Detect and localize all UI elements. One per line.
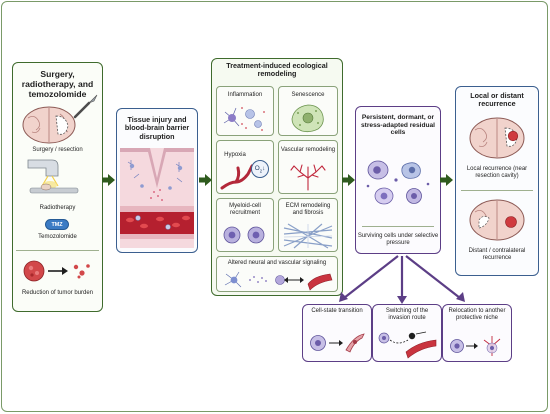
hypoxia-vessel-illustration [220, 164, 254, 190]
brain-surgery-illustration [22, 106, 76, 144]
radiotherapy-machine-icon [27, 159, 79, 194]
arrow-panel1-to-panel2 [102, 174, 115, 186]
myeloid-cells-illustration [223, 226, 265, 244]
route-arrows [339, 255, 465, 304]
arrow-panel4-to-panel5 [440, 174, 453, 186]
distant-recurrence-label: Distant / contralateral recurrence [468, 248, 526, 261]
subpanel-altered-signaling [216, 256, 338, 292]
o2-down-arrow: ↓ [262, 165, 266, 172]
o2-symbol: O [254, 165, 260, 172]
o2-decrease-icon: O2↓ [251, 160, 269, 178]
temozolomide-label: Temozolomide [38, 234, 77, 240]
o2-subscript: 2 [259, 168, 263, 174]
subpanel-myeloid-recruitment [216, 198, 274, 252]
local-recurrence-brain [469, 117, 525, 159]
senescence-illustration [291, 104, 324, 133]
temozolomide-pill: TMZ [45, 219, 69, 230]
myeloid-recruitment-label: Myeloid-cell recruitment [229, 203, 261, 216]
inflammation-label: Inflammation [227, 92, 263, 98]
panel-residual-cells-title: Persistent, dormant, or stress-adapted r… [360, 114, 436, 137]
invasion-route-illustration [378, 331, 437, 359]
panel-treatment-title: Surgery, radiotherapy, and temozolomide [21, 69, 94, 99]
tumor-reduction-illustration [23, 260, 90, 282]
panel-recurrence-title: Local or distant recurrence [470, 91, 524, 109]
neural-vascular-signaling-illustration [224, 271, 333, 291]
panel-recurrence-divider [461, 190, 533, 191]
arrow-panel3-to-panel4 [342, 174, 355, 186]
invasion-switch-label: Switching of the invasion route [385, 308, 429, 321]
local-recurrence-label: Local recurrence (near resection cavity) [466, 166, 528, 179]
surgery-label: Surgery / resection [32, 147, 83, 153]
vascular-remodeling-label: Vascular remodeling [280, 147, 336, 153]
scalpel-icon [73, 94, 98, 119]
route-cell-state-transition [302, 304, 372, 362]
altered-signaling-label: Altered neural and vascular signaling [227, 260, 327, 266]
panel-ecological-remodeling-title: Treatment-induced ecological remodeling [226, 61, 328, 79]
panel-treatment-divider [16, 250, 99, 251]
residual-cells-illustration [366, 160, 430, 205]
senescence-label: Senescence [291, 92, 325, 98]
ecm-remodeling-label: ECM remodeling and fibrosis [285, 203, 331, 216]
route-invasion-switch [372, 304, 442, 362]
protective-niche-illustration [450, 336, 501, 356]
reduction-label: Reduction of tumor burden [21, 290, 94, 296]
protective-niche-label: Relocation to another protective niche [448, 308, 506, 321]
vascular-remodeling-illustration [290, 164, 326, 191]
arrow-panel2-to-panel3 [199, 174, 212, 186]
route-protective-niche [442, 304, 512, 362]
subpanel-inflammation [216, 86, 274, 136]
inflammation-illustration [223, 107, 265, 131]
panel-tissue-injury-title: Tissue injury and blood-brain barrier di… [124, 115, 190, 141]
panel-residual-cells [355, 106, 441, 254]
panel-residual-cells-divider [362, 226, 434, 227]
distant-recurrence-brain [469, 199, 525, 241]
blood-brain-barrier-illustration [120, 148, 194, 248]
cell-state-transition-illustration [310, 333, 365, 353]
radiotherapy-label: Radiotherapy [39, 205, 76, 211]
cell-state-transition-label: Cell-state transition [311, 308, 363, 314]
surviving-cells-label: Surviving cells under selective pressure [357, 233, 439, 246]
ecm-fibrosis-illustration [283, 223, 333, 249]
hypoxia-label: Hypoxia [224, 152, 246, 158]
